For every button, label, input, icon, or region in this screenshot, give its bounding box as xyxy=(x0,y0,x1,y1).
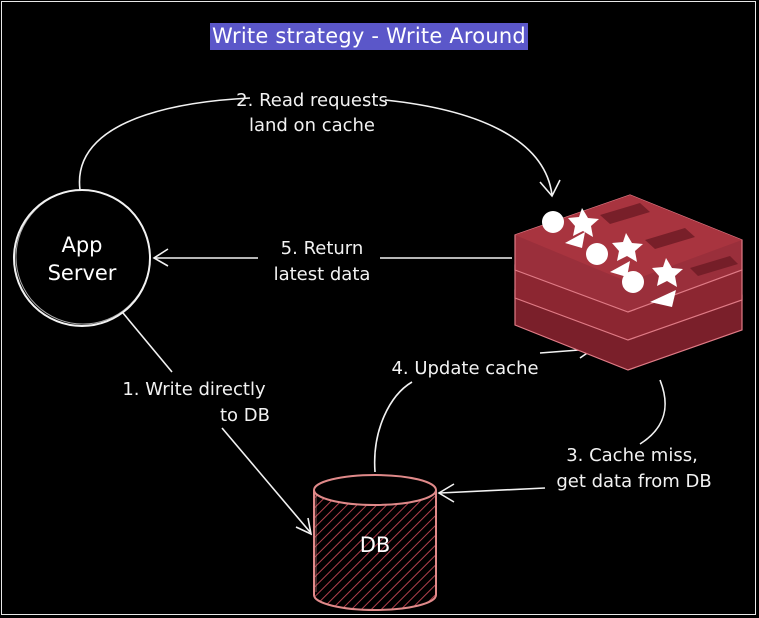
label-read-line2: land on cache xyxy=(248,115,376,136)
label-return-line2: latest data xyxy=(273,264,371,285)
diagram-title: Write strategy - Write Around xyxy=(210,23,528,50)
arrowhead-return xyxy=(152,248,169,267)
app-server-label-line1: App xyxy=(61,233,103,257)
label-write-line2: to DB xyxy=(219,405,270,426)
edge-read-requests xyxy=(78,97,561,198)
arrowhead-write xyxy=(295,517,313,536)
db-node xyxy=(313,474,437,611)
label-write-line1: 1. Write directly xyxy=(122,379,266,400)
label-update-line1: 4. Update cache xyxy=(391,358,539,379)
cache-shapes xyxy=(542,208,683,307)
app-server-label-line2: Server xyxy=(47,261,117,285)
edge-return-latest xyxy=(152,248,512,267)
label-miss-line2: get data from DB xyxy=(556,471,712,492)
arrowhead-read xyxy=(539,179,561,198)
arrowhead-miss xyxy=(437,483,455,503)
edge-write-db xyxy=(122,312,313,536)
label-miss-line1: 3. Cache miss, xyxy=(566,445,698,466)
label-read-line1: 2. Read requests xyxy=(236,90,388,111)
db-label: DB xyxy=(359,533,391,557)
edge-cache-miss xyxy=(437,379,666,503)
cache-icon xyxy=(514,194,743,371)
label-return-line1: 5. Return xyxy=(280,238,364,259)
app-server-node xyxy=(13,189,151,327)
